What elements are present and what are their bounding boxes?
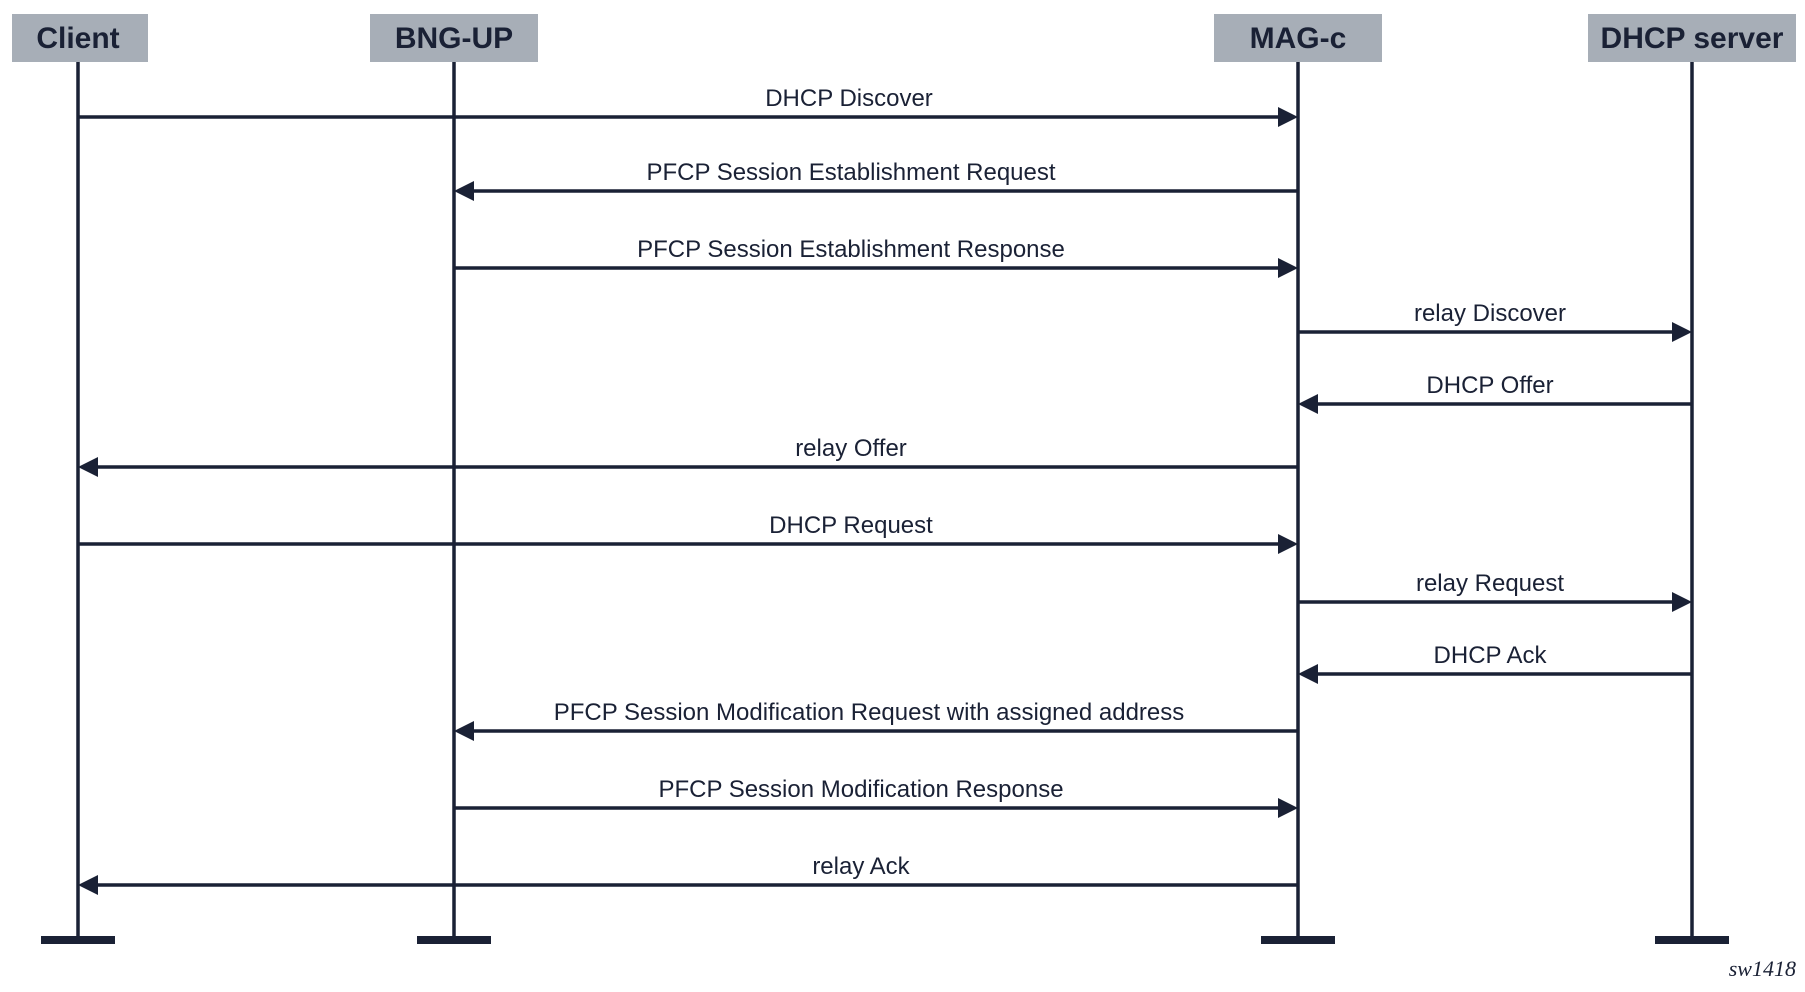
message-12-label: relay Ack: [812, 853, 910, 880]
message-11-arrowhead: [1278, 798, 1298, 818]
message-9-label: DHCP Ack: [1434, 642, 1548, 669]
message-8-arrowhead: [1672, 592, 1692, 612]
message-1: DHCP Discover: [78, 85, 1298, 127]
message-1-arrowhead: [1278, 107, 1298, 127]
message-12-arrowhead: [78, 875, 98, 895]
message-6-arrowhead: [78, 457, 98, 477]
message-9: DHCP Ack: [1298, 642, 1692, 684]
message-11: PFCP Session Modification Response: [454, 776, 1298, 818]
message-6-label: relay Offer: [795, 435, 907, 462]
message-3-arrowhead: [1278, 258, 1298, 278]
message-12: relay Ack: [78, 853, 1298, 895]
message-11-label: PFCP Session Modification Response: [658, 776, 1063, 803]
message-6: relay Offer: [78, 435, 1298, 477]
participant-box-mag-c: [1214, 14, 1382, 62]
message-2-label: PFCP Session Establishment Request: [646, 159, 1055, 186]
message-5-arrowhead: [1298, 394, 1318, 414]
message-4-label: relay Discover: [1414, 300, 1566, 327]
figure-id: sw1418: [1729, 956, 1796, 981]
message-7-arrowhead: [1278, 534, 1298, 554]
message-10-arrowhead: [454, 721, 474, 741]
message-7-label: DHCP Request: [769, 512, 933, 539]
message-1-label: DHCP Discover: [765, 85, 933, 112]
message-3: PFCP Session Establishment Response: [454, 236, 1298, 278]
participant-mag-c: MAG-c: [1214, 14, 1382, 62]
participant-label-client: Client: [36, 22, 119, 55]
message-4-arrowhead: [1672, 322, 1692, 342]
message-2-arrowhead: [454, 181, 474, 201]
message-4: relay Discover: [1298, 300, 1692, 342]
message-2: PFCP Session Establishment Request: [454, 159, 1298, 201]
participant-label-bng-up: BNG-UP: [395, 22, 513, 55]
message-9-arrowhead: [1298, 664, 1318, 684]
participant-box-bng-up: [370, 14, 538, 62]
participant-box-dhcp-server: [1588, 14, 1796, 62]
message-5-label: DHCP Offer: [1426, 372, 1553, 399]
participant-box-client: [12, 14, 148, 62]
message-7: DHCP Request: [78, 512, 1298, 554]
participant-bng-up: BNG-UP: [370, 14, 538, 62]
participant-label-mag-c: MAG-c: [1250, 22, 1347, 55]
message-5: DHCP Offer: [1298, 372, 1692, 414]
participant-label-dhcp-server: DHCP server: [1601, 22, 1784, 55]
message-8-label: relay Request: [1416, 570, 1564, 597]
message-10: PFCP Session Modification Request with a…: [454, 699, 1298, 741]
participant-client: Client: [12, 14, 148, 62]
message-8: relay Request: [1298, 570, 1692, 612]
message-3-label: PFCP Session Establishment Response: [637, 236, 1065, 263]
message-10-label: PFCP Session Modification Request with a…: [554, 699, 1185, 726]
participant-dhcp-server: DHCP server: [1588, 14, 1796, 62]
